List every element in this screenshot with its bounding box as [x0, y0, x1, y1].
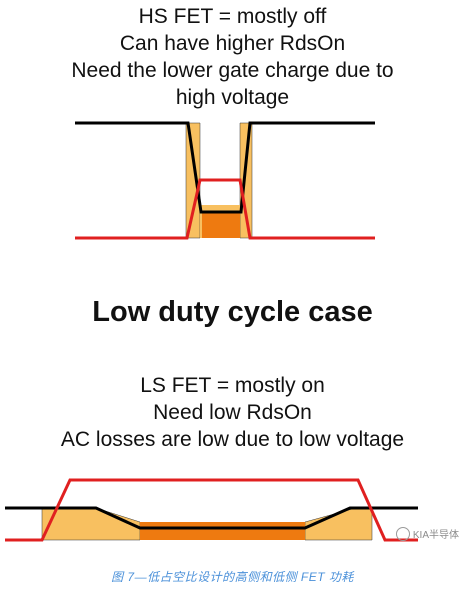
- ls-fet-line-2: Need low RdsOn: [153, 401, 312, 424]
- ls-fet-line-3: AC losses are low due to low voltage: [60, 428, 405, 451]
- hs-fet-line-4: high voltage: [175, 86, 290, 109]
- ls-voltage-trace: [5, 506, 418, 530]
- figure-caption: 图 7—低占空比设计的高侧和低侧 FET 功耗: [111, 570, 354, 584]
- low-duty-cycle-title: Low duty cycle case: [92, 296, 373, 328]
- hs-voltage-trace: [75, 121, 375, 214]
- hs-fet-line-3: Need the lower gate charge due to: [71, 59, 394, 82]
- hs-fet-waveform: [75, 121, 375, 240]
- hs-current-trace: [75, 178, 375, 240]
- ls-conduction-loss-block: [140, 522, 305, 540]
- hs-fet-line-2: Can have higher RdsOn: [119, 32, 346, 55]
- ls-current-trace: [5, 478, 418, 542]
- watermark: KIA半导体: [395, 526, 459, 541]
- hs-fet-line-1: HS FET = mostly off: [138, 5, 327, 28]
- ls-left-loss-region: [41, 507, 141, 541]
- watermark-text: KIA半导体: [412, 530, 459, 541]
- ls-fet-waveform: [5, 478, 418, 542]
- watermark-logo-icon: [395, 526, 410, 541]
- ls-fet-line-1: LS FET = mostly on: [140, 374, 325, 397]
- hs-conduction-loss-block: [202, 211, 240, 238]
